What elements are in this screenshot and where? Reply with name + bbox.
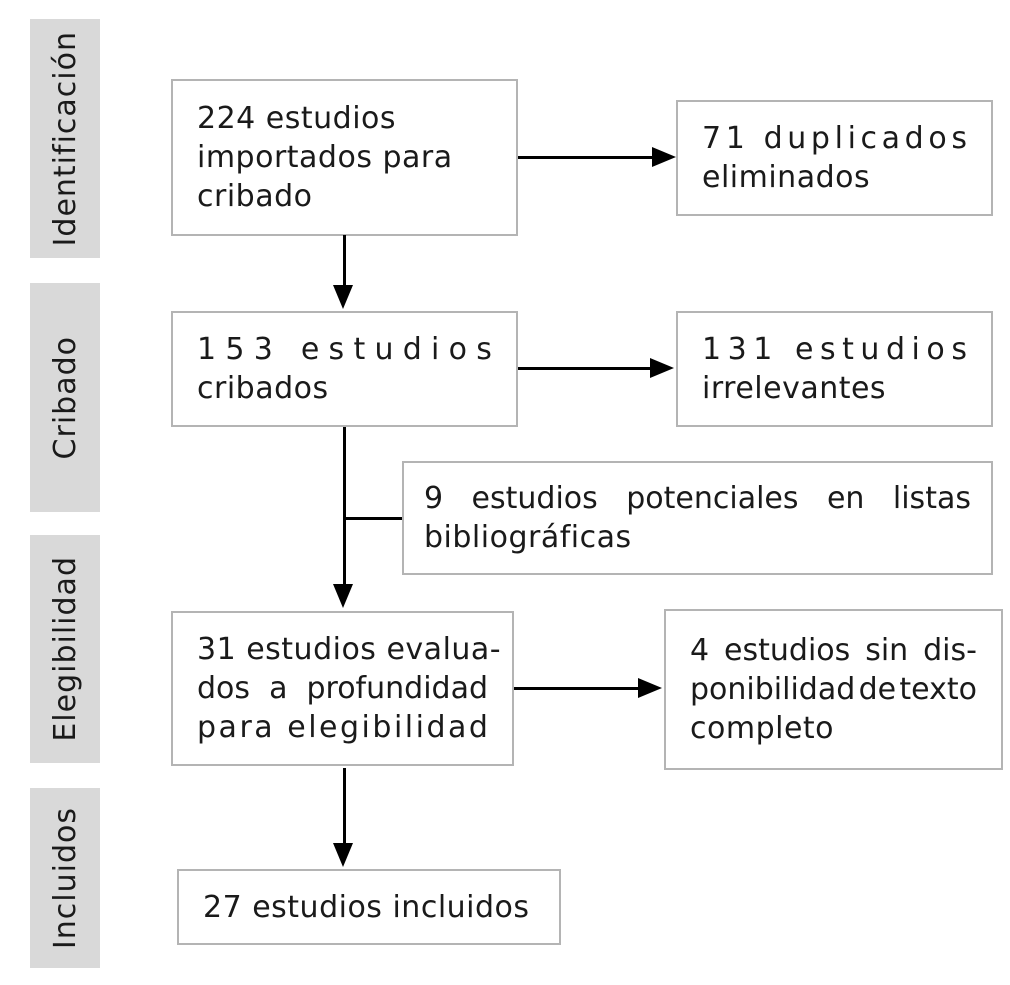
stage-band-incluidos: Incluidos [30, 788, 100, 968]
arrowhead-right-icon [652, 147, 676, 167]
text-line: irrelevantes [702, 371, 887, 406]
arrow-imported-to-duplicates-line [518, 156, 654, 159]
text-line: bibliográficas [424, 520, 632, 555]
text-line: 27 estudios incluidos [203, 889, 530, 925]
arrowhead-down-icon [333, 584, 353, 608]
arrowhead-right-icon [638, 678, 662, 698]
text-line: 31 estudios evalua- [197, 632, 502, 667]
arrow-assessed-to-included-line [343, 768, 346, 846]
text-line: 224 estudios [197, 101, 397, 136]
text-line: importados para [197, 140, 453, 175]
stage-label: Elegibilidad [47, 556, 83, 742]
stage-label: Incluidos [47, 806, 83, 950]
arrow-screened-to-irrelevant-line [518, 367, 652, 370]
box-imported-for-screening: 224 estudios importados para cribado [171, 79, 518, 236]
text-line: cribados [197, 371, 329, 406]
stage-band-identificacion: Identificación [30, 19, 100, 258]
text-line: eliminados [702, 160, 871, 195]
box-studies-included: 27 estudios incluidos [177, 869, 561, 945]
arrow-imported-to-screened-line [343, 235, 346, 287]
arrow-assessed-to-nofulltext-line [514, 687, 640, 690]
stage-label: Cribado [47, 335, 83, 460]
stage-band-elegibilidad: Elegibilidad [30, 535, 100, 763]
stage-label: Identificación [47, 30, 83, 247]
text-line: completo [690, 711, 835, 746]
arrowhead-down-icon [333, 843, 353, 867]
arrowhead-down-icon [333, 285, 353, 309]
arrow-screened-to-assessed-line [343, 427, 346, 586]
connector-references-join-line [345, 517, 402, 520]
text-line: cribado [197, 179, 313, 214]
stage-band-cribado: Cribado [30, 283, 100, 512]
arrowhead-right-icon [650, 358, 674, 378]
